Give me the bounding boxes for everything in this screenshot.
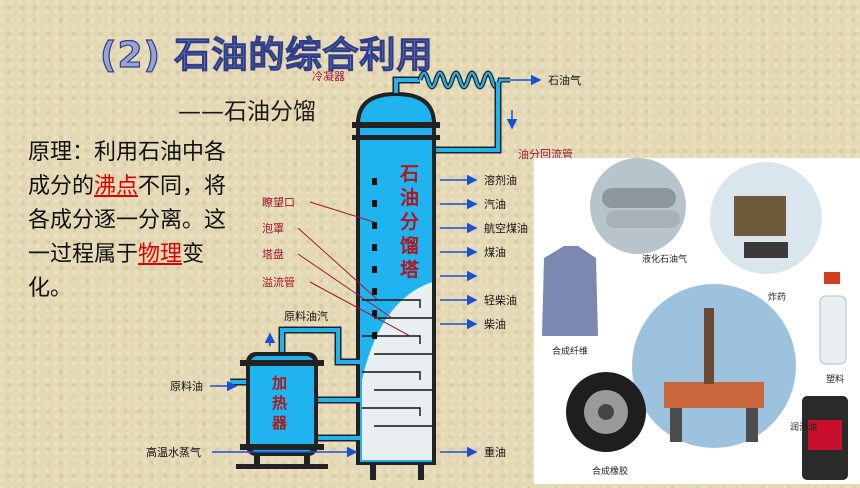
reflux-label: 油分回流管	[518, 147, 573, 161]
page-subtitle: ——石油分馏	[178, 99, 316, 125]
tower-char: 塔	[400, 258, 420, 281]
tower-char: 油	[400, 187, 419, 209]
steam-label: 高温水蒸气	[146, 445, 201, 459]
tower-label: 石 油 分 馏 塔	[399, 163, 420, 281]
part-label: 溢流管	[262, 275, 295, 289]
tower-char: 馏	[400, 235, 419, 257]
tower-char: 分	[400, 211, 419, 233]
part-label: 瞭望口	[262, 196, 295, 209]
heater-char: 热	[272, 394, 287, 412]
output-label: 重油	[484, 445, 506, 459]
petroleum-gas-label: 石油气	[548, 73, 581, 87]
output-label: 轻柴油	[484, 293, 517, 307]
crude-oil-label: 原料油	[170, 379, 203, 393]
condenser-label: 冷凝器	[312, 69, 345, 83]
output-label: 航空煤油	[484, 221, 528, 235]
output-streams: 溶剂油 汽油 航空煤油 煤油 轻柴油 柴油 重油	[440, 173, 528, 459]
principle-part1: 原理：利用石油中各成分的	[28, 140, 227, 199]
principle-part3: 变化。	[28, 242, 205, 301]
output-label: 柴油	[484, 317, 506, 331]
oil-rig-image	[632, 284, 796, 448]
fiber-image	[542, 246, 598, 336]
condenser-coil	[417, 70, 510, 90]
plastic-image	[819, 272, 847, 365]
part-labels: 瞭望口 泡罩 塔盘 溢流管	[262, 196, 411, 337]
output-label: 汽油	[484, 197, 506, 211]
part-label: 泡罩	[262, 221, 284, 235]
crude-vapor-label: 原料油汽	[284, 309, 328, 323]
product-label: 合成纤维	[552, 345, 588, 357]
product-label: 塑料	[826, 373, 844, 385]
products-panel: 液化石油气 炸药 合成纤维 塑料	[534, 158, 860, 484]
page-title: (2) 石油的综合利用	[99, 34, 434, 76]
rubber-image	[566, 372, 646, 452]
principle-part2: 不同，将各成分逐一分离。这一过程属于	[28, 174, 227, 267]
lubricant-image	[802, 396, 848, 480]
output-label: 煤油	[484, 245, 506, 259]
product-label: 炸药	[768, 291, 786, 303]
output-label: 溶剂油	[484, 173, 517, 187]
principle-text: 原理：利用石油中各成分的沸点不同，将各成分逐一分离。这一过程属于物理变化。	[28, 136, 228, 306]
distillation-tower	[352, 92, 440, 480]
reflux-pipe	[436, 82, 502, 154]
highlight-physical: 物理	[138, 242, 183, 267]
lpg-image	[590, 158, 686, 254]
highlight-boiling-point: 沸点	[94, 174, 139, 199]
tower-char: 石	[399, 163, 419, 185]
products-collage: 液化石油气 炸药 合成纤维 塑料	[542, 158, 848, 480]
heater-char: 器	[271, 414, 288, 432]
product-label: 合成橡胶	[592, 465, 628, 477]
product-label: 润滑油	[790, 421, 817, 433]
part-label: 塔盘	[262, 247, 284, 261]
heater-char: 加	[271, 374, 287, 392]
heater: 加 热 器	[236, 352, 328, 469]
product-label: 液化石油气	[642, 253, 687, 265]
explosive-image	[710, 162, 822, 274]
